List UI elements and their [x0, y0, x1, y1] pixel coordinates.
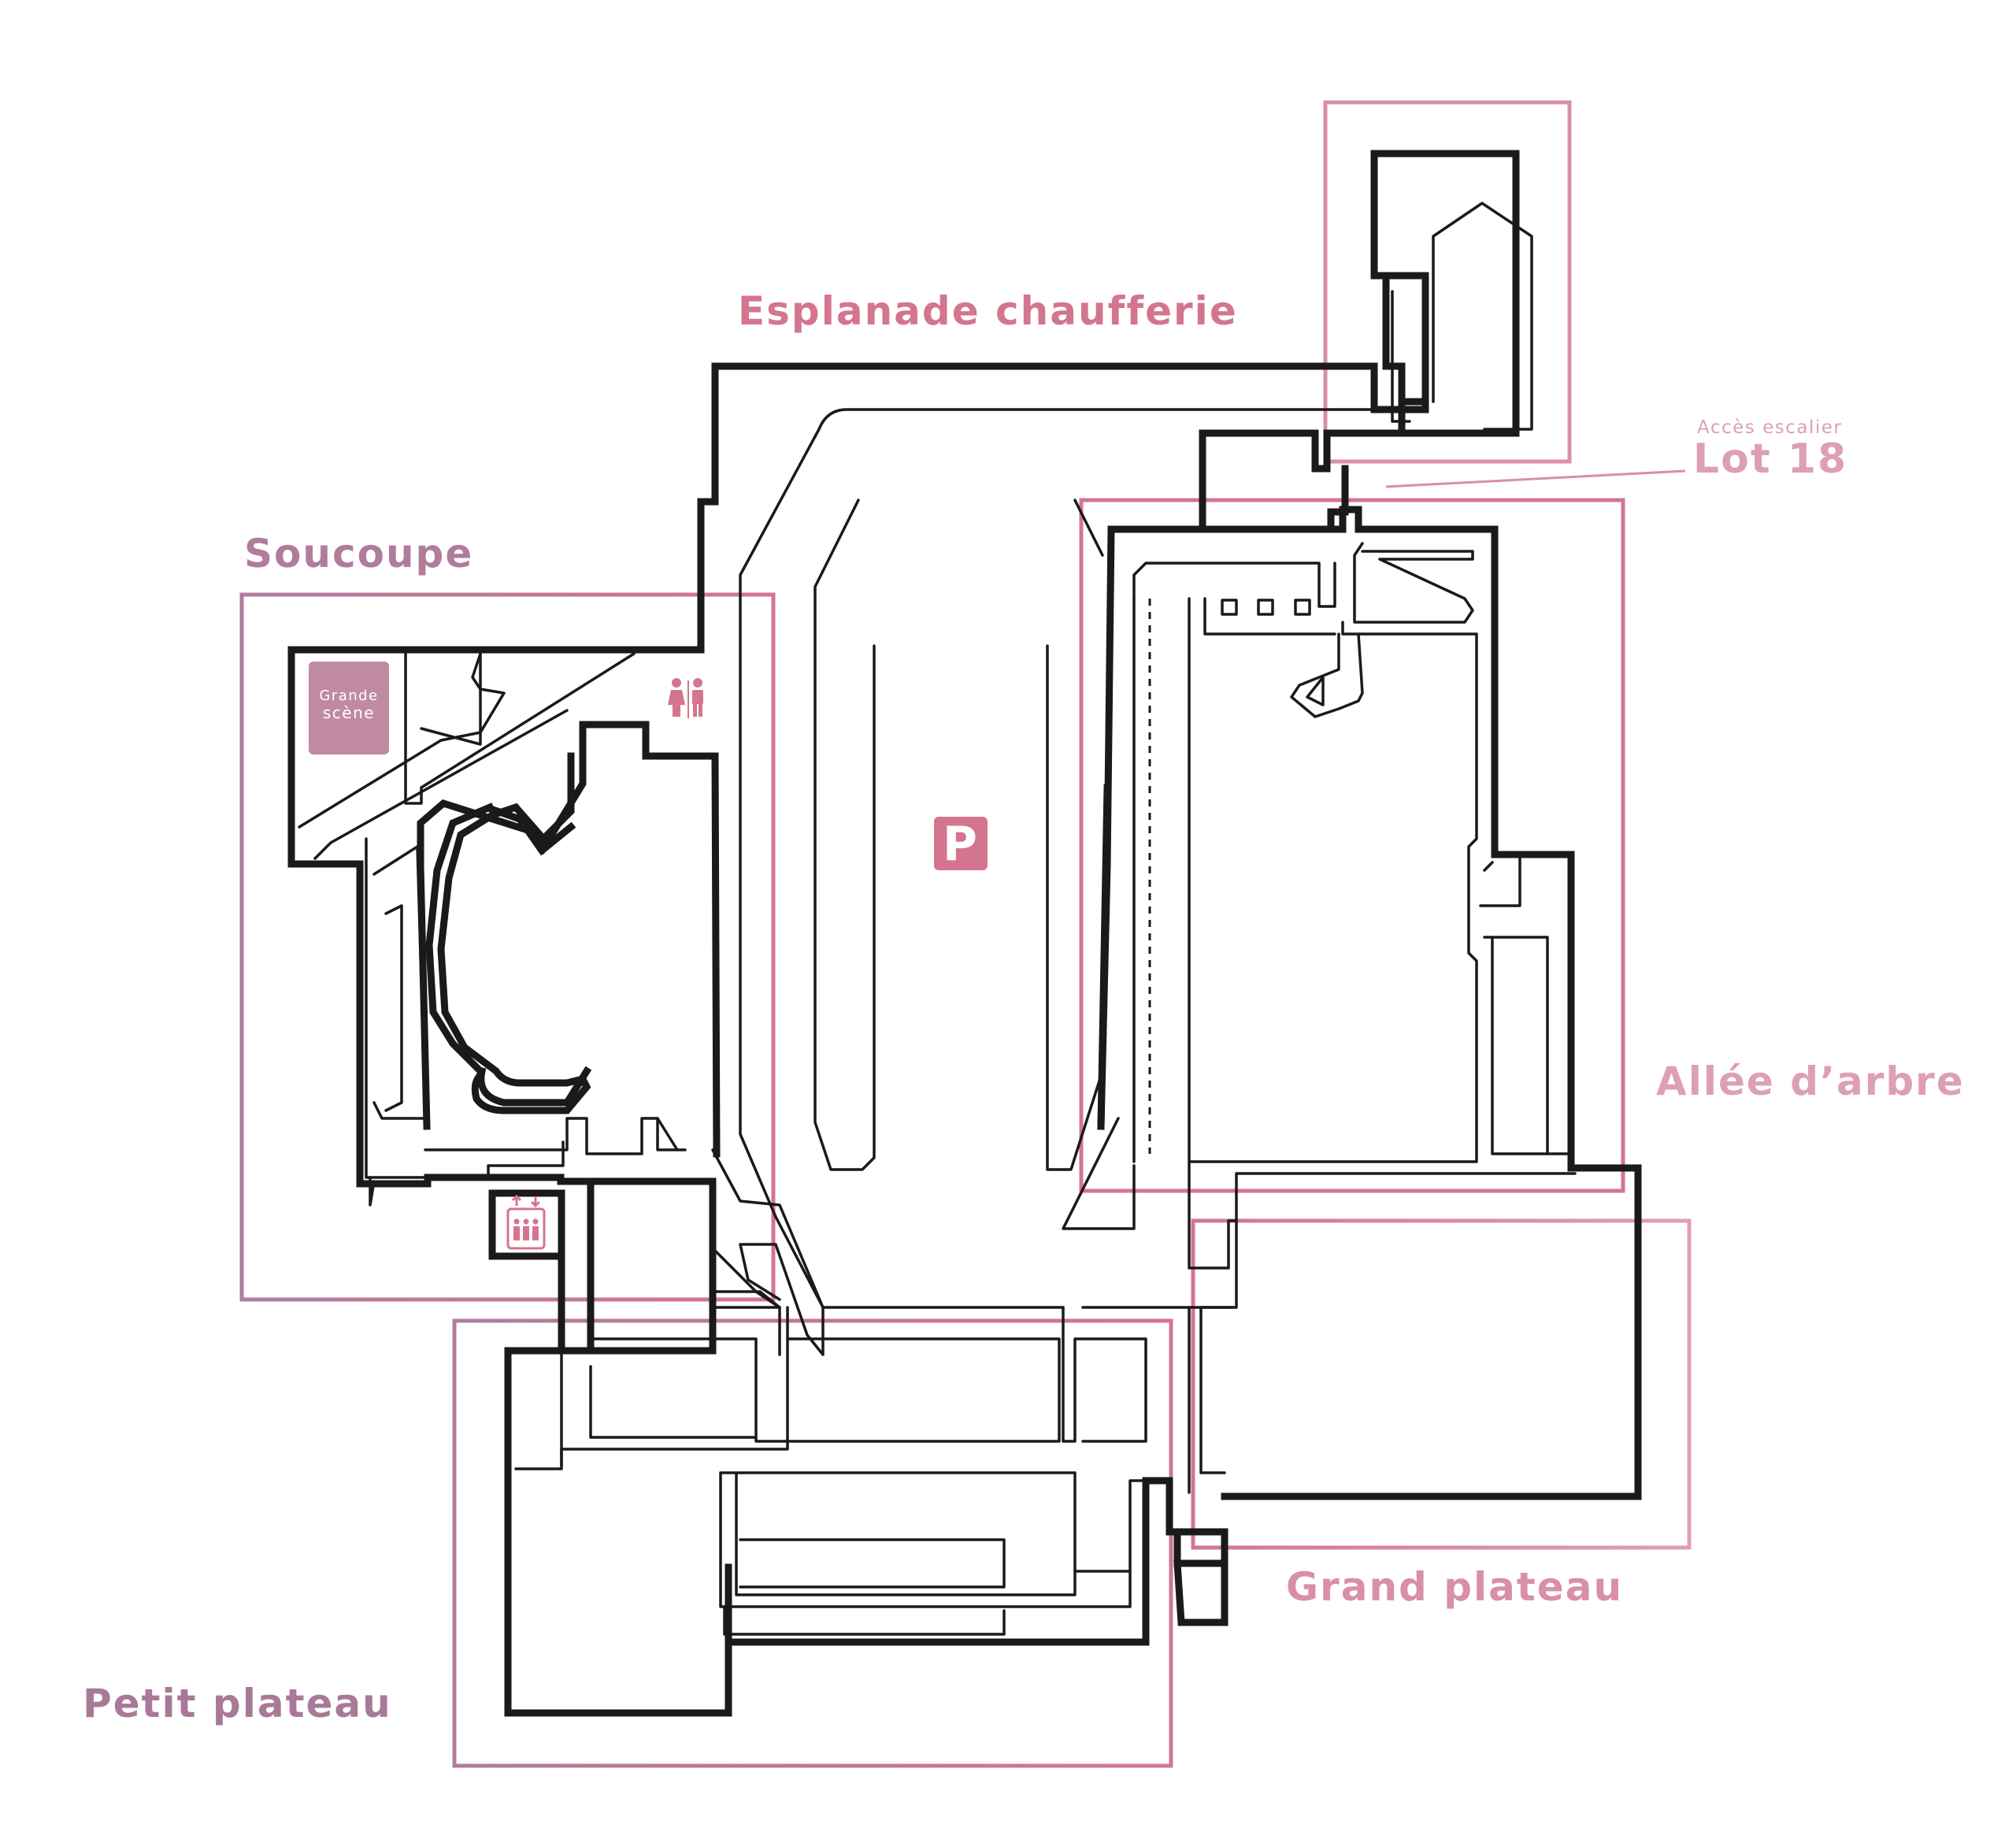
allee-small-box-3: [1294, 599, 1311, 616]
wall-soucoupe-inner-east: [711, 752, 721, 1158]
label-esplanade-chaufferie[interactable]: Esplanade chaufferie: [738, 288, 1238, 334]
zone-soucoupe-outline: [239, 592, 776, 1302]
parking-badge[interactable]: P: [934, 817, 988, 872]
grande-scene-line1: Grande: [319, 688, 378, 704]
parking-road-diag-east: [1073, 499, 1104, 557]
allee-small-box-2: [1257, 599, 1274, 616]
wall-grand-plateau: [1097, 506, 1642, 1500]
soucoupe-diag-hall: [298, 652, 506, 829]
restroom-icon: [668, 678, 703, 718]
allee-inner-wall-west: [1188, 597, 1478, 1163]
label-petit-plateau[interactable]: Petit plateau: [83, 1681, 392, 1726]
wall-outer-north: [287, 362, 1378, 1188]
central-south-wall: [711, 1306, 781, 1356]
parking-road-inner-east: [1046, 644, 1104, 1171]
wall-petit-plateau-east: [724, 1477, 1228, 1646]
south-corridor-4: [1062, 1306, 1147, 1443]
label-soucoupe[interactable]: Soucoupe: [244, 531, 473, 577]
zone-petit-plateau-outline: [452, 1318, 1173, 1768]
grande-scene-badge[interactable]: Grande scène: [309, 662, 389, 755]
soucoupe-corridor-west-2: [372, 845, 427, 1120]
soucoupe-diag-hall-2: [313, 709, 569, 860]
wall-esplanade-outer: [1370, 150, 1520, 437]
parking-road-southwest: [711, 1148, 825, 1356]
esplanade-stair-inner: [1391, 290, 1411, 423]
label-lot18-caption: Accès escalier: [1697, 417, 1842, 438]
soucoupe-auditorium-curve: [486, 804, 576, 856]
parking-label: P: [943, 817, 979, 872]
lot18-pointer: [1385, 469, 1686, 488]
zone-esplanade-outline: [1323, 100, 1572, 464]
allee-corridor: [1132, 562, 1336, 608]
soucoupe-corridor-west: [365, 837, 565, 1179]
soucoupe-auditorium-tail: [477, 1066, 592, 1107]
allee-east-link: [1483, 861, 1494, 872]
south-corridor-1: [589, 1306, 789, 1443]
allee-ramp: [1062, 1117, 1136, 1230]
soucoupe-corridor-west-3: [384, 904, 403, 1112]
south-corridor-7: [514, 1440, 789, 1470]
elevator-icon: [506, 1194, 546, 1250]
grand-plateau-inner: [1199, 1219, 1238, 1474]
allee-east-wall-2: [1483, 936, 1573, 1155]
allee-small-box-1: [1221, 599, 1238, 616]
allee-east-wall: [1479, 853, 1521, 907]
zone-grand-plateau-outline: [1191, 1218, 1692, 1550]
label-lot18[interactable]: Lot 18: [1693, 436, 1847, 483]
soucoupe-corridor-north: [404, 652, 636, 805]
soucoupe-bottom-link: [369, 1176, 376, 1207]
wall-central-south: [504, 1177, 732, 1717]
south-corridor-3: [786, 1337, 1061, 1443]
central-south-wall-2: [711, 1290, 781, 1309]
parking-road-inner-west: [813, 499, 876, 1171]
zone-allee-outline: [1079, 498, 1625, 1193]
petit-plateau-block-2: [735, 1471, 1077, 1596]
allee-lot18-stair: [1290, 632, 1364, 718]
label-allee-darbre[interactable]: Allée d’arbre: [1656, 1059, 1965, 1104]
wall-elevator: [488, 1189, 565, 1260]
allee-lot18-wedge: [1353, 542, 1474, 624]
wall-mid-block: [587, 1177, 717, 1355]
soucoupe-inner-stub: [420, 652, 482, 746]
petit-plateau-block: [719, 1471, 1147, 1573]
label-grand-plateau[interactable]: Grand plateau: [1286, 1564, 1623, 1610]
allee-east-wall-3: [1491, 936, 1549, 1155]
petit-plateau-block-4: [719, 1471, 1132, 1608]
esplanade-house: [1432, 202, 1533, 431]
wall-lot18-stair: [1327, 465, 1349, 533]
petit-plateau-block-3: [739, 1538, 1006, 1589]
allee-lot18-stair-inner: [1306, 676, 1325, 706]
soucoupe-corridor-south: [424, 1117, 687, 1155]
grande-scene-line2: scène: [323, 703, 375, 722]
south-corridor-2: [589, 1365, 758, 1439]
wall-petit-plateau-stub: [1173, 1559, 1228, 1626]
allee-inner-top: [1203, 597, 1336, 636]
soucoupe-corridor-east: [656, 1117, 679, 1151]
wall-allee-west: [1097, 784, 1111, 1130]
petit-plateau-block-5: [723, 1605, 1006, 1636]
parking-road-outer: [739, 408, 1380, 1309]
grand-plateau-entry: [1188, 1160, 1577, 1270]
